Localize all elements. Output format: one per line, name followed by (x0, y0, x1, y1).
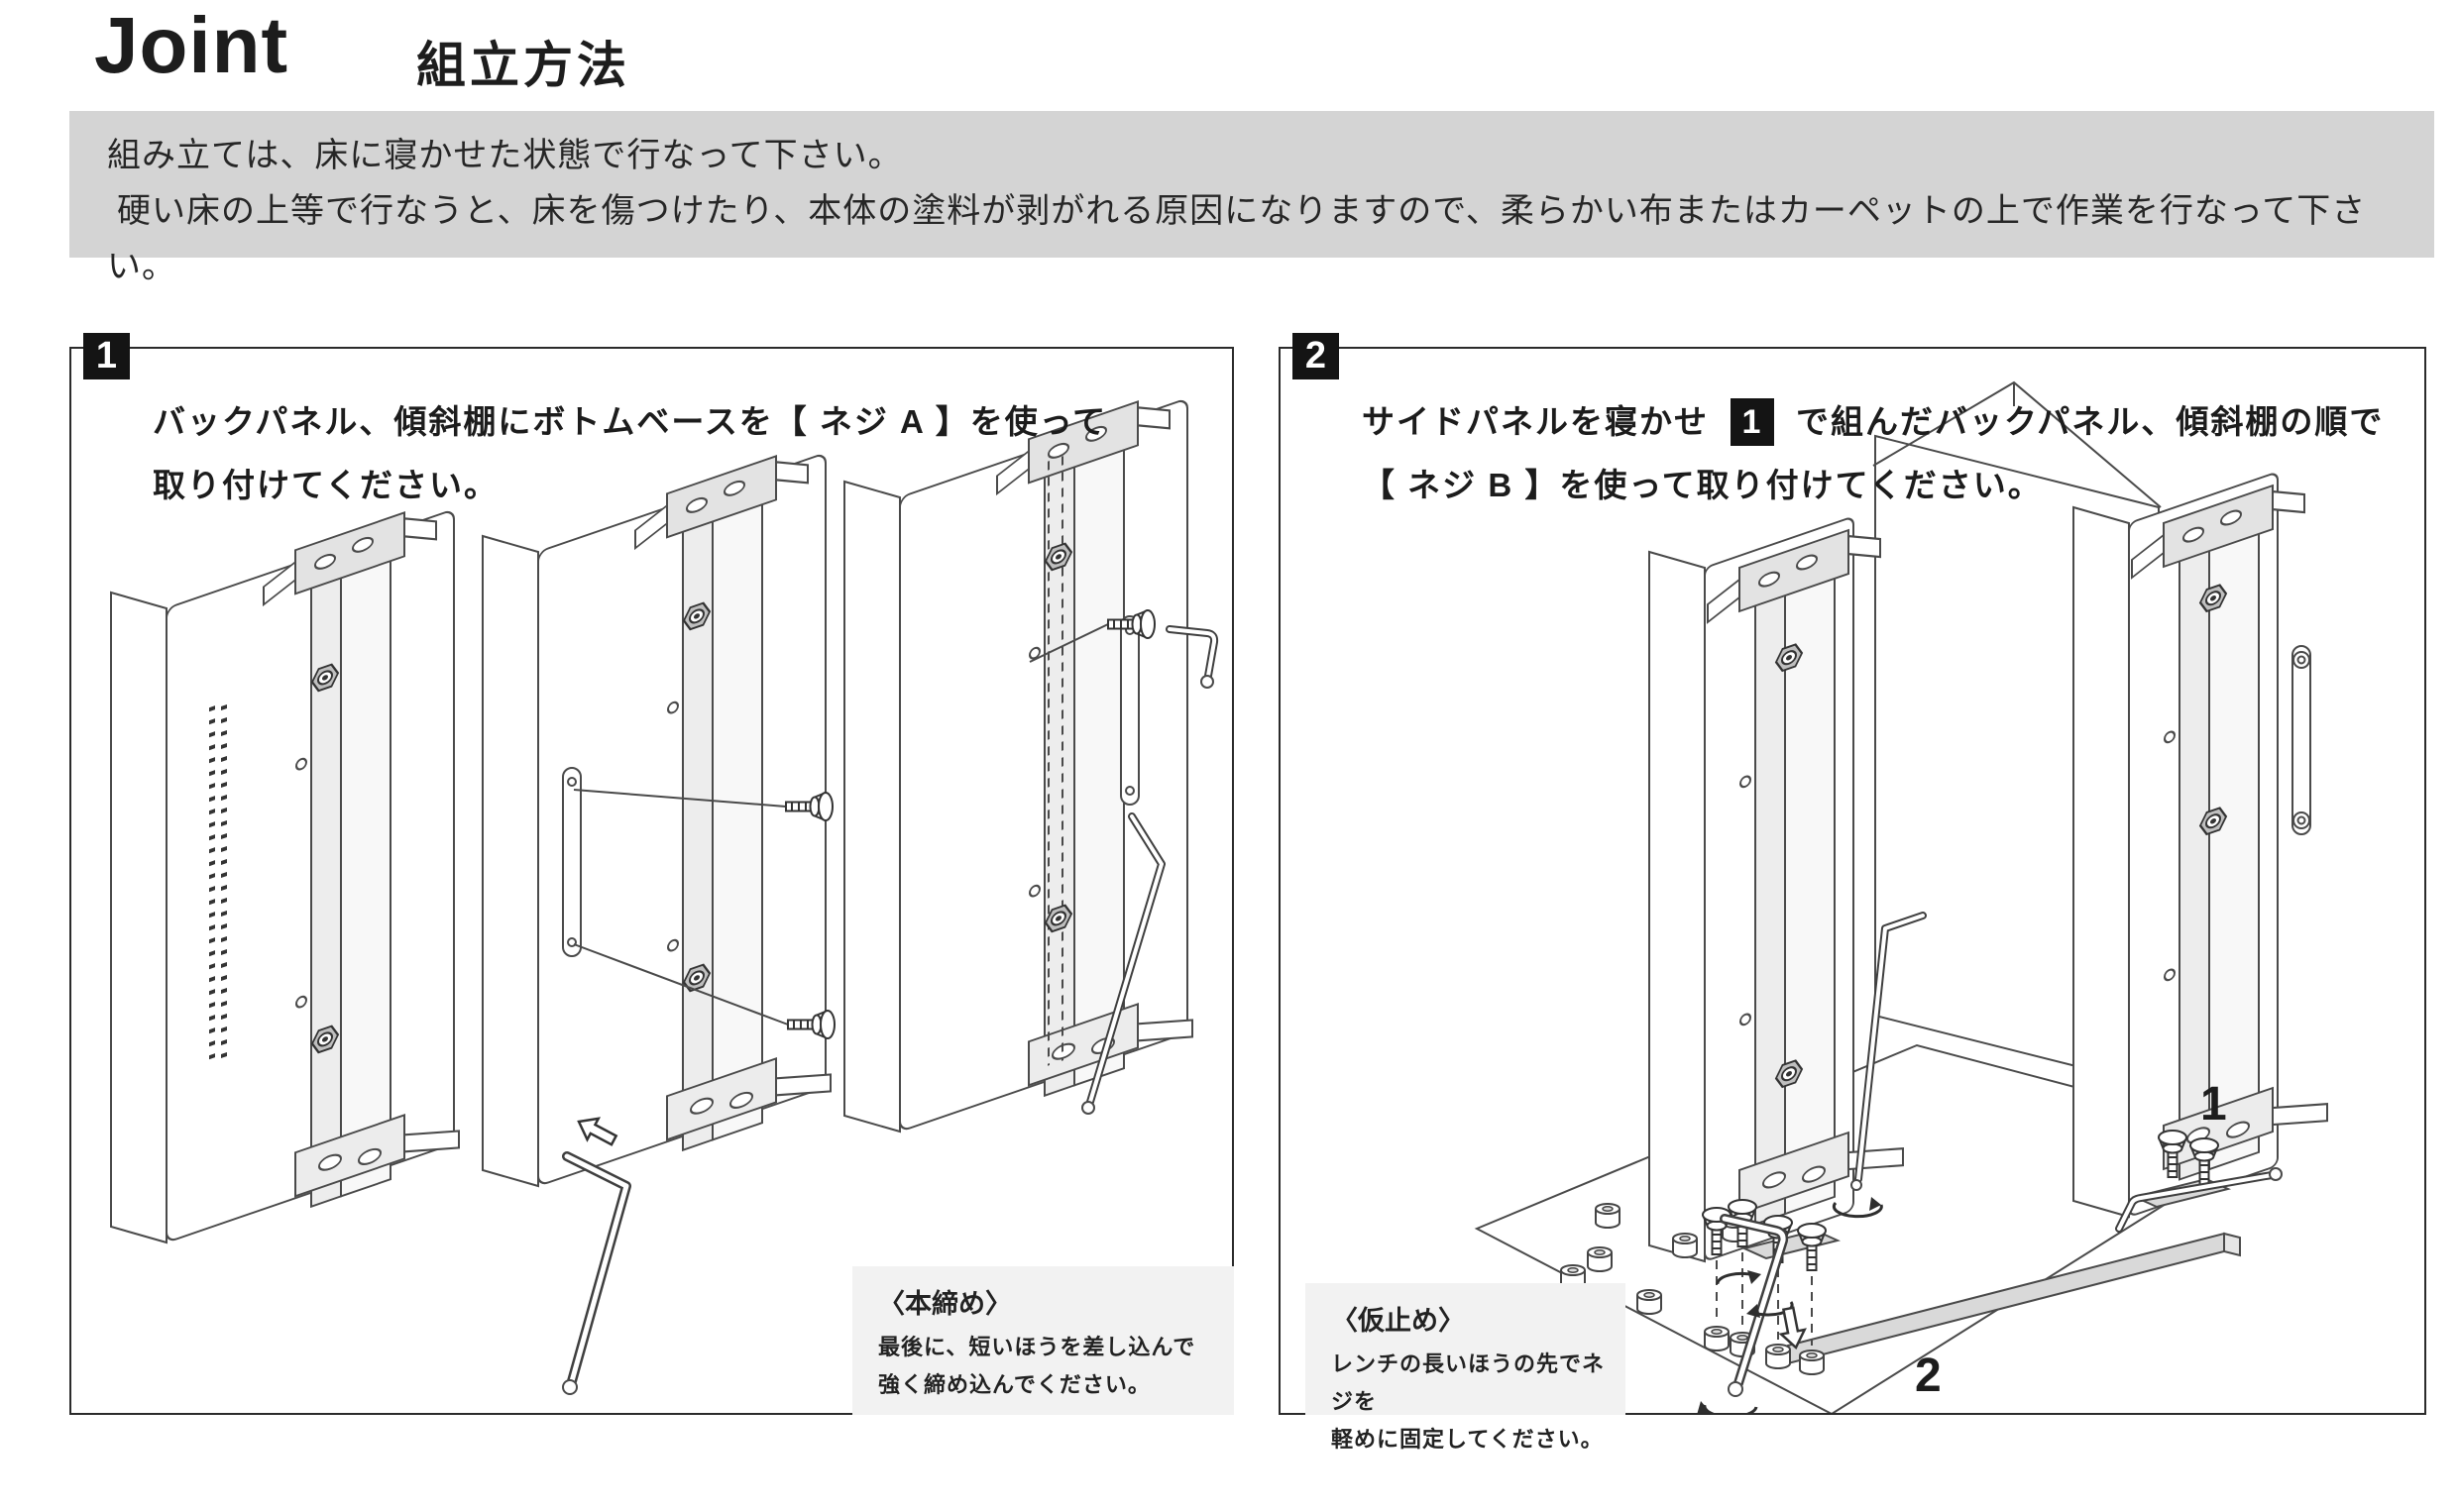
back-panel-drawing-left (110, 492, 461, 1244)
step-1-number-badge: 1 (83, 333, 130, 379)
strap-icon (1120, 615, 1140, 806)
temporary-fasten-note: 〈仮止め〉 レンチの長いほうの先でネジを 軽めに固定してください。 (1305, 1283, 1625, 1452)
step-2-instructions: サイドパネルを寝かせ 1 で組んだバックパネル、傾斜棚の順で 【 ネジ B 】を… (1362, 390, 2384, 517)
step-2-number-badge: 2 (1292, 333, 1339, 379)
back-panel-drawing-middle (482, 436, 833, 1188)
back-panel-upright-left (1648, 510, 1905, 1263)
note-line-2: 強く締め込んでください。 (878, 1372, 1151, 1397)
note-line-1: レンチの長いほうの先でネジを (1331, 1351, 1606, 1414)
back-panel-upright-right (2072, 466, 2329, 1219)
strap-icon (562, 767, 582, 957)
note-title: 〈本締め〉 (878, 1289, 1012, 1319)
step-2-panel: 2 サイドパネルを寝かせ 1 で組んだバックパネル、傾斜棚の順で 【 ネジ B … (1279, 333, 2426, 1452)
hex-wrench-icon (2115, 1167, 2283, 1233)
brand-logo: Joint (94, 1, 289, 89)
step-1-exploded-drawing (110, 381, 1219, 1395)
step-1-reference-badge: 1 (1731, 398, 1774, 446)
note-title: 〈仮止め〉 (1331, 1306, 1465, 1336)
step-2-line-1-after: で組んだバックパネル、傾斜棚の順で (1796, 403, 2385, 440)
step-1-panel: 1 バックパネル、傾斜棚にボトムベースを【 ネジ A 】を使って 取り付けてくだ… (69, 333, 1234, 1415)
strap-icon (2291, 645, 2311, 835)
page-title: 組立方法 (416, 38, 630, 93)
hex-wrench-turning-icon (1697, 1214, 1810, 1413)
caution-line-2: 硬い床の上等で行なうと、床を傷つけたり、本体の塗料が剥がれる原因になりますので、… (107, 192, 2367, 285)
step-2-line-1-before: サイドパネルを寝かせ (1362, 403, 1709, 440)
step-1-line-1: バックパネル、傾斜棚にボトムベースを【 ネジ A 】を使って (153, 403, 1108, 440)
back-panel-drawing-right (843, 381, 1194, 1134)
final-tighten-note: 〈本締め〉 最後に、短いほうを差し込んで 強く締め込んでください。 (852, 1266, 1234, 1415)
hex-wrench-icon (1832, 912, 1927, 1219)
hex-wrench-icon (1081, 812, 1166, 1115)
hex-wrench-icon (1166, 625, 1219, 689)
step-2-assembly-drawing: 1 2 (1474, 380, 2329, 1413)
screw-cluster-left (1702, 1199, 1842, 1375)
step-2-line-2: 【 ネジ B 】を使って取り付けてください。 (1362, 467, 2043, 503)
diagram-label-part1: 1 (2200, 1078, 2227, 1131)
caution-banner: 組み立ては、床に寝かせた状態で行なって下さい。 硬い床の上等で行なうと、床を傷つ… (69, 111, 2434, 285)
caution-line-1: 組み立ては、床に寝かせた状態で行なって下さい。 (107, 137, 903, 174)
step-1-instructions: バックパネル、傾斜棚にボトムベースを【 ネジ A 】を使って 取り付けてください… (153, 390, 1107, 517)
hex-wrench-icon (562, 1151, 631, 1395)
diagram-label-part2: 2 (1915, 1350, 1942, 1402)
note-line-2: 軽めに固定してください。 (1331, 1427, 1604, 1452)
screw-cluster-right (2115, 1130, 2283, 1233)
step-1-line-2: 取り付けてください。 (153, 467, 500, 503)
note-line-1: 最後に、短いほうを差し込んで (878, 1335, 1196, 1359)
